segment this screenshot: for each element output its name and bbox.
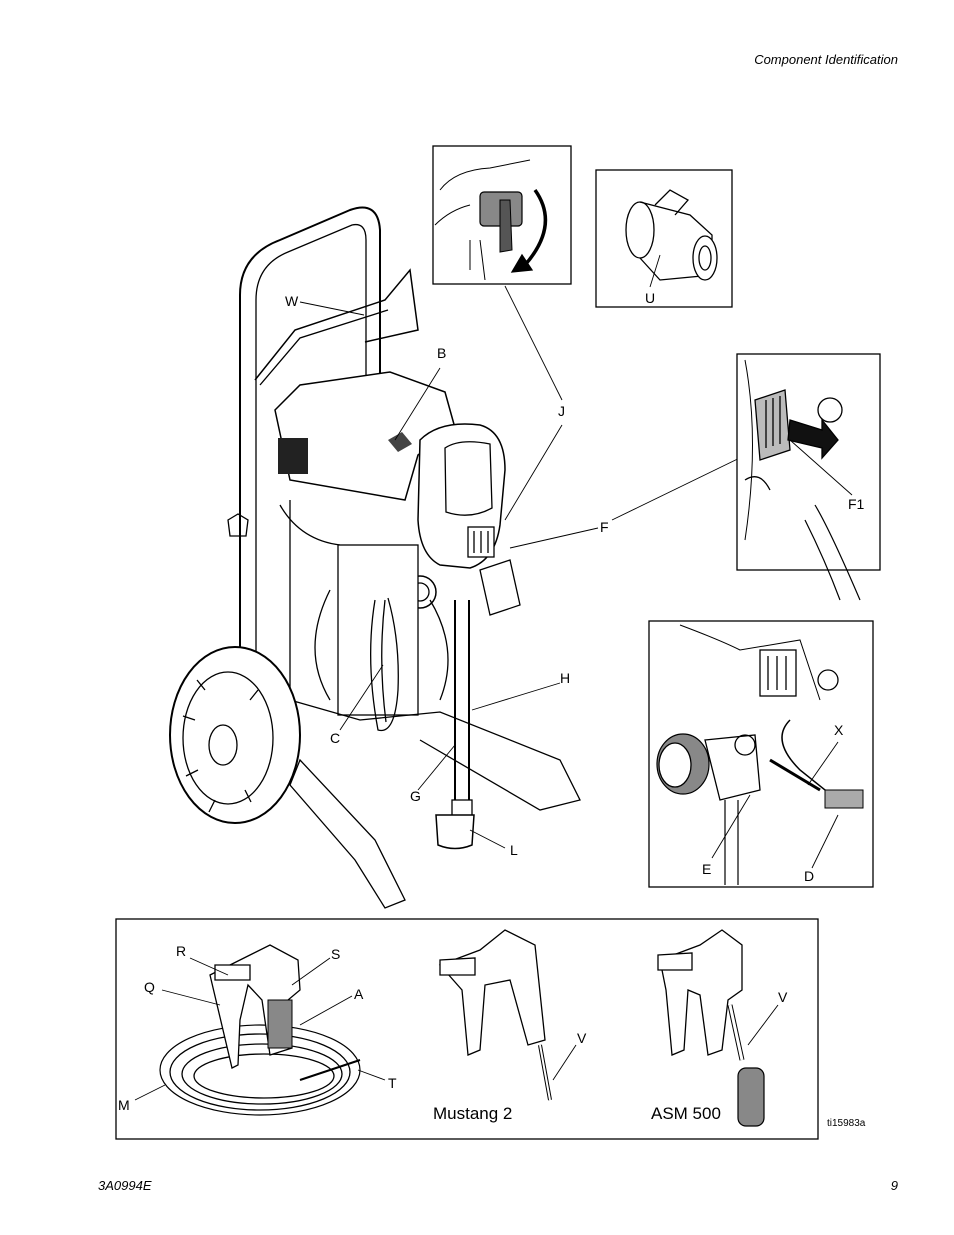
figure-id: ti15983a: [827, 1118, 866, 1129]
leader-lines: [299, 285, 753, 849]
callout-e: E: [702, 861, 712, 877]
callout-b: B: [437, 345, 447, 361]
page-number: 9: [890, 1178, 898, 1193]
callout-r: R: [176, 943, 187, 959]
callout-a: A: [354, 986, 364, 1002]
callout-m: M: [118, 1097, 130, 1113]
callout-w: W: [285, 293, 299, 309]
callout-x: X: [834, 722, 844, 738]
callout-u: U: [645, 290, 656, 306]
valve-inset: [595, 169, 733, 308]
callout-l: L: [510, 842, 518, 858]
doc-number: 3A0994E: [98, 1178, 152, 1193]
callout-d: D: [804, 868, 815, 884]
callout-f1: F1: [848, 496, 865, 512]
callout-f: F: [600, 519, 609, 535]
filter-inset: [736, 353, 881, 601]
callout-q: Q: [144, 979, 155, 995]
guns-panel: [115, 918, 819, 1140]
section-title: Component Identification: [754, 52, 898, 67]
gun-label-mustang: Mustang 2: [433, 1104, 513, 1123]
callout-c: C: [330, 730, 341, 746]
callout-v-asm: V: [778, 989, 788, 1005]
callout-s: S: [331, 946, 341, 962]
prime-valve-inset: [432, 145, 572, 285]
sprayer-cart: [169, 206, 581, 909]
callout-g: G: [410, 788, 421, 804]
callout-t: T: [388, 1075, 397, 1091]
gun-label-asm: ASM 500: [651, 1104, 721, 1123]
callout-j: J: [558, 403, 565, 419]
callout-v-mustang: V: [577, 1030, 587, 1046]
callout-h: H: [560, 670, 571, 686]
outlet-inset: [648, 620, 874, 888]
